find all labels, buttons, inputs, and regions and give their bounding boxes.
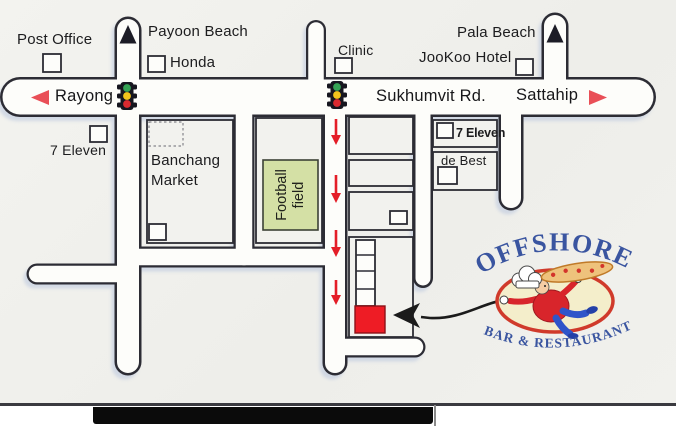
block-a bbox=[348, 116, 414, 155]
shophouse-strip bbox=[355, 239, 376, 307]
sukhumvit-road-label: Sukhumvit Rd. bbox=[376, 87, 486, 105]
scan-edge-tick bbox=[434, 405, 436, 426]
football-line1: Football bbox=[274, 169, 290, 221]
traffic-light-icon-west bbox=[117, 82, 137, 110]
west-direction-arrow-icon bbox=[31, 90, 49, 105]
jookoo-hotel-label: JooKoo Hotel bbox=[419, 49, 512, 66]
traffic-light-icon-center bbox=[327, 81, 347, 109]
clinic-label: Clinic bbox=[338, 42, 374, 58]
north-arrow-icon-payoon bbox=[119, 25, 137, 44]
jookoo-hotel-marker bbox=[515, 58, 534, 76]
north-arrow-icon-pala bbox=[546, 24, 564, 43]
football-line2: field bbox=[291, 181, 307, 209]
seven-eleven-east-label: 7 Eleven bbox=[456, 126, 506, 140]
football-field-label: Football field bbox=[264, 160, 318, 230]
banchang-line1: Banchang bbox=[151, 152, 221, 169]
seven-eleven-east-marker bbox=[436, 122, 454, 139]
post-office-label: Post Office bbox=[17, 31, 93, 48]
post-office-marker bbox=[42, 53, 62, 73]
card-bottom-edge bbox=[0, 403, 676, 406]
block-c-marker bbox=[389, 210, 408, 225]
banchang-market-label: Banchang Market bbox=[151, 151, 220, 191]
bottom-black-bar bbox=[93, 407, 433, 424]
destination-marker bbox=[354, 305, 386, 334]
pizza-icon bbox=[540, 261, 614, 283]
offshore-logo: OFFSHORE BAR & RESTAURANT bbox=[470, 227, 637, 350]
chef-character bbox=[499, 265, 598, 339]
seven-eleven-west-label: 7 Eleven bbox=[50, 142, 107, 158]
banchang-line2: Market bbox=[151, 172, 199, 189]
east-direction-arrow-icon bbox=[589, 90, 607, 105]
de-best-label: de Best bbox=[441, 153, 487, 168]
payoon-beach-label: Payoon Beach bbox=[148, 23, 248, 40]
rayong-label: Rayong bbox=[55, 87, 114, 105]
banchang-small-marker bbox=[148, 223, 167, 241]
honda-label: Honda bbox=[170, 54, 216, 71]
clinic-marker bbox=[334, 57, 353, 74]
block-b bbox=[348, 159, 414, 187]
de-best-marker bbox=[437, 166, 458, 185]
landmark-squares bbox=[42, 53, 534, 241]
banchang-market-block bbox=[146, 119, 234, 244]
football-field-green bbox=[262, 159, 319, 231]
banchang-dashed-marker bbox=[148, 121, 184, 147]
pala-beach-label: Pala Beach bbox=[457, 24, 536, 41]
seven-eleven-west-marker bbox=[89, 125, 108, 143]
sattahip-label: Sattahip bbox=[516, 86, 579, 104]
honda-marker bbox=[147, 55, 166, 73]
